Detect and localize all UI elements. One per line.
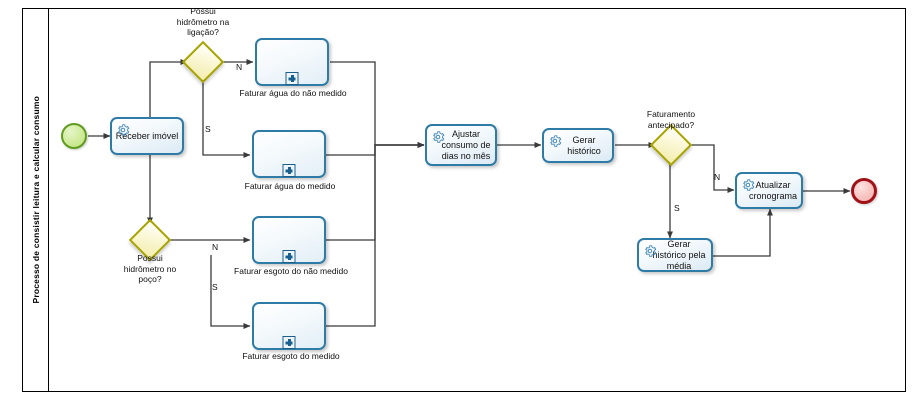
task-label: Gerar histórico bbox=[567, 134, 601, 156]
flow-label-gw3-n: N bbox=[714, 172, 721, 182]
task-label: Receber imóvel bbox=[115, 130, 179, 141]
gear-icon bbox=[741, 178, 755, 192]
task-gerar-historico-pela-media[interactable]: Gerar histórico pela média bbox=[637, 238, 713, 272]
gateway-possui-hidrometro-poco-label: Possui hidrômetro no poço? bbox=[123, 253, 177, 284]
end-event[interactable] bbox=[851, 178, 877, 204]
subprocess-faturar-agua-nao-medido-label: Faturar água do não medido bbox=[239, 88, 347, 98]
task-gerar-historico[interactable]: Gerar histórico bbox=[542, 128, 614, 163]
task-label: Ajustar consumo de dias no mês bbox=[441, 128, 491, 161]
gear-icon bbox=[116, 123, 130, 137]
plus-collapsed-marker-icon[interactable] bbox=[285, 72, 299, 85]
task-receber-imovel[interactable]: Receber imóvel bbox=[110, 117, 184, 155]
task-label: Atualizar cronograma bbox=[748, 179, 798, 201]
subprocess-faturar-agua-nao-medido[interactable] bbox=[255, 38, 329, 86]
flow-label-gw1-n: N bbox=[236, 62, 243, 72]
subprocess-faturar-esgoto-nao-medido-label: Faturar esgoto do não medido bbox=[234, 266, 348, 276]
flow-label-gw2-n: N bbox=[212, 242, 219, 252]
gear-icon bbox=[431, 130, 445, 144]
subprocess-faturar-agua-medido[interactable] bbox=[252, 130, 326, 178]
flow-label-gw3-s: S bbox=[674, 203, 680, 213]
task-ajustar-consumo[interactable]: Ajustar consumo de dias no mês bbox=[425, 124, 497, 166]
pool-label-band: Processo de consistir leitura e calcular… bbox=[23, 9, 49, 391]
gear-icon bbox=[548, 134, 562, 148]
subprocess-faturar-esgoto-medido-label: Faturar esgoto do medido bbox=[242, 351, 340, 361]
gateway-possui-hidrometro-ligacao-label: Possui hidrômetro na ligação? bbox=[176, 6, 230, 37]
start-event[interactable] bbox=[61, 123, 87, 149]
task-label: Gerar histórico pela média bbox=[652, 238, 706, 271]
gear-icon bbox=[643, 244, 657, 258]
pool-label: Processo de consistir leitura e calcular… bbox=[30, 96, 41, 304]
subprocess-faturar-esgoto-medido[interactable] bbox=[252, 302, 326, 350]
gateway-faturamento-antecipado-label: Faturamento antecipado? bbox=[646, 109, 696, 130]
plus-collapsed-marker-icon[interactable] bbox=[282, 164, 296, 177]
plus-collapsed-marker-icon[interactable] bbox=[282, 336, 296, 349]
flow-label-gw2-s: S bbox=[212, 282, 218, 292]
subprocess-faturar-agua-medido-label: Faturar água do medido bbox=[244, 181, 336, 191]
subprocess-faturar-esgoto-nao-medido[interactable] bbox=[252, 216, 326, 264]
plus-collapsed-marker-icon[interactable] bbox=[282, 250, 296, 263]
task-atualizar-cronograma[interactable]: Atualizar cronograma bbox=[735, 172, 803, 209]
flow-label-gw1-s: S bbox=[205, 124, 211, 134]
